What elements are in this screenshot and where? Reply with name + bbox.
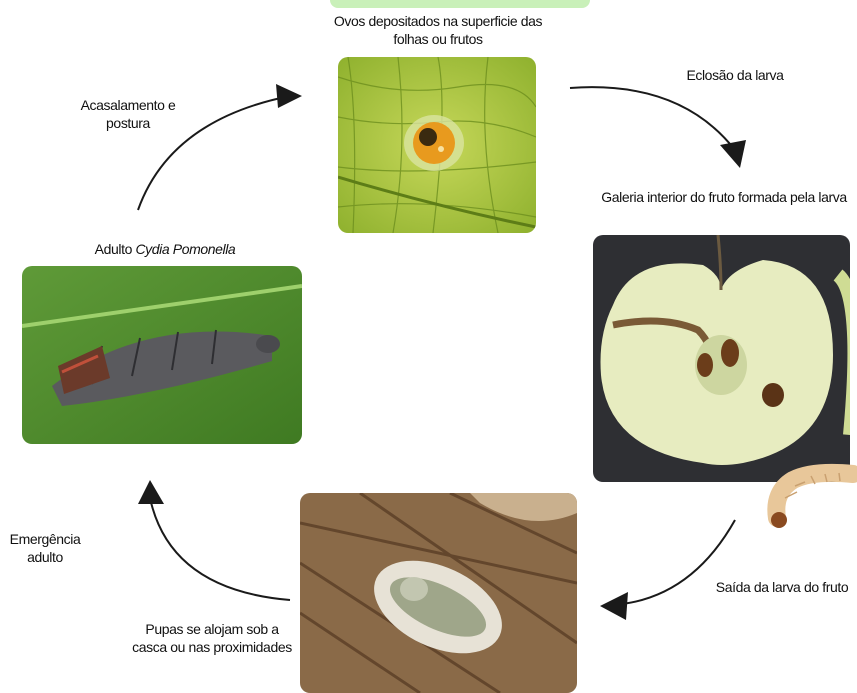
arrowhead-mating bbox=[276, 84, 302, 108]
arrowhead-exit bbox=[600, 592, 628, 620]
arrow-exit bbox=[612, 520, 735, 605]
arrow-emergence bbox=[150, 498, 290, 600]
arrowhead-hatch bbox=[720, 140, 746, 168]
arrow-mating bbox=[138, 96, 290, 210]
arrowhead-emergence bbox=[138, 480, 164, 504]
arrow-hatch bbox=[570, 87, 735, 150]
